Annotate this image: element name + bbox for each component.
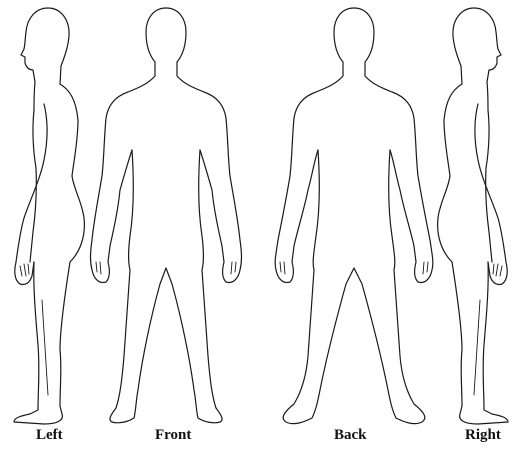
view-label-back: Back bbox=[334, 426, 367, 444]
view-label-right: Right bbox=[465, 426, 501, 444]
view-label-front: Front bbox=[155, 426, 191, 444]
front-view-figure bbox=[91, 8, 242, 423]
right-view-figure bbox=[438, 8, 508, 424]
back-view-figure bbox=[275, 8, 433, 424]
left-view-figure bbox=[14, 8, 84, 424]
view-label-left: Left bbox=[36, 426, 63, 444]
